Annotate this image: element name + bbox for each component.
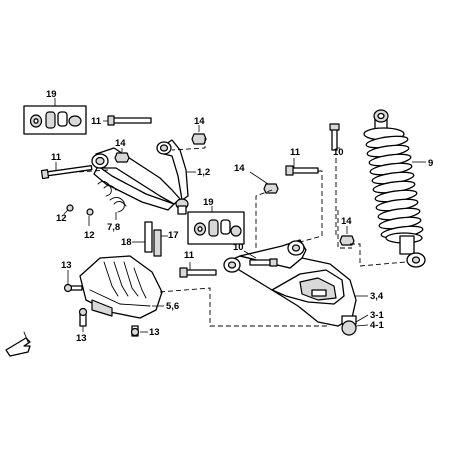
lower-a-arm [223, 239, 369, 336]
bolt-10-shock-upper [329, 123, 340, 151]
callout-5-6: 5,6 [166, 301, 179, 312]
callout-3-1: 3-1 [370, 310, 384, 321]
callout-11-upper-rear: 11 [91, 116, 102, 127]
bolt-11-upper-front [40, 162, 93, 180]
callout-4-1: 4-1 [370, 320, 384, 331]
bushing-kit-box-lower [187, 206, 245, 245]
callout-12-left: 12 [56, 213, 67, 224]
callout-10-shock-upper: 10 [333, 147, 344, 158]
callout-14-upper-front: 14 [115, 138, 126, 149]
callout-13-left: 13 [76, 333, 87, 344]
callout-11-lower-front: 11 [184, 250, 195, 261]
callout-10-lower-front: 10 [233, 242, 244, 253]
bolt-13-left [78, 307, 88, 332]
assembly-dashed-lines [77, 138, 407, 327]
nut-14-middle [249, 171, 279, 194]
callout-3-4: 3,4 [370, 291, 384, 302]
callout-11-lower-rear: 11 [290, 147, 301, 158]
callout-7-8: 7,8 [107, 222, 120, 233]
callout-12-right: 12 [84, 230, 95, 241]
bolt-13-bottom [130, 325, 148, 337]
cotter-ring-12-left [63, 204, 74, 215]
callout-13-top: 13 [61, 260, 72, 271]
callout-1-2: 1,2 [197, 167, 210, 178]
callout-13-bottom: 13 [149, 327, 160, 338]
retaining-clips-7-8 [97, 181, 127, 220]
skid-plate-guard [79, 255, 164, 319]
cotter-ring-12-right [86, 208, 94, 226]
nut-14-upper-rear [191, 125, 207, 145]
callout-17: 17 [168, 230, 179, 241]
coil-spring [365, 135, 424, 239]
bolt-11-lower-rear [285, 158, 319, 176]
shock-absorber [363, 109, 426, 268]
callout-9: 9 [428, 158, 433, 169]
front-direction-arrow-icon [5, 331, 31, 357]
bushing-kit-box-upper [23, 98, 87, 135]
callout-14-upper-rear: 14 [194, 116, 205, 127]
nut-14-shock-lower [339, 226, 355, 246]
callout-19-upper: 19 [46, 89, 57, 100]
callout-14-middle: 14 [234, 163, 245, 174]
callout-19-lower: 19 [203, 197, 214, 208]
callout-14-shock-lower: 14 [341, 216, 352, 227]
pin-17-18 [132, 221, 168, 257]
bolt-13-top [63, 270, 83, 293]
upper-a-arm [91, 139, 196, 215]
callout-18: 18 [121, 237, 132, 248]
nut-14-upper-front [114, 148, 130, 163]
callout-11-upper-front: 11 [51, 152, 62, 163]
bolt-10-lower-front [243, 250, 278, 267]
bolt-11-lower-front [179, 262, 217, 278]
bolt-11-upper-rear [103, 115, 152, 126]
